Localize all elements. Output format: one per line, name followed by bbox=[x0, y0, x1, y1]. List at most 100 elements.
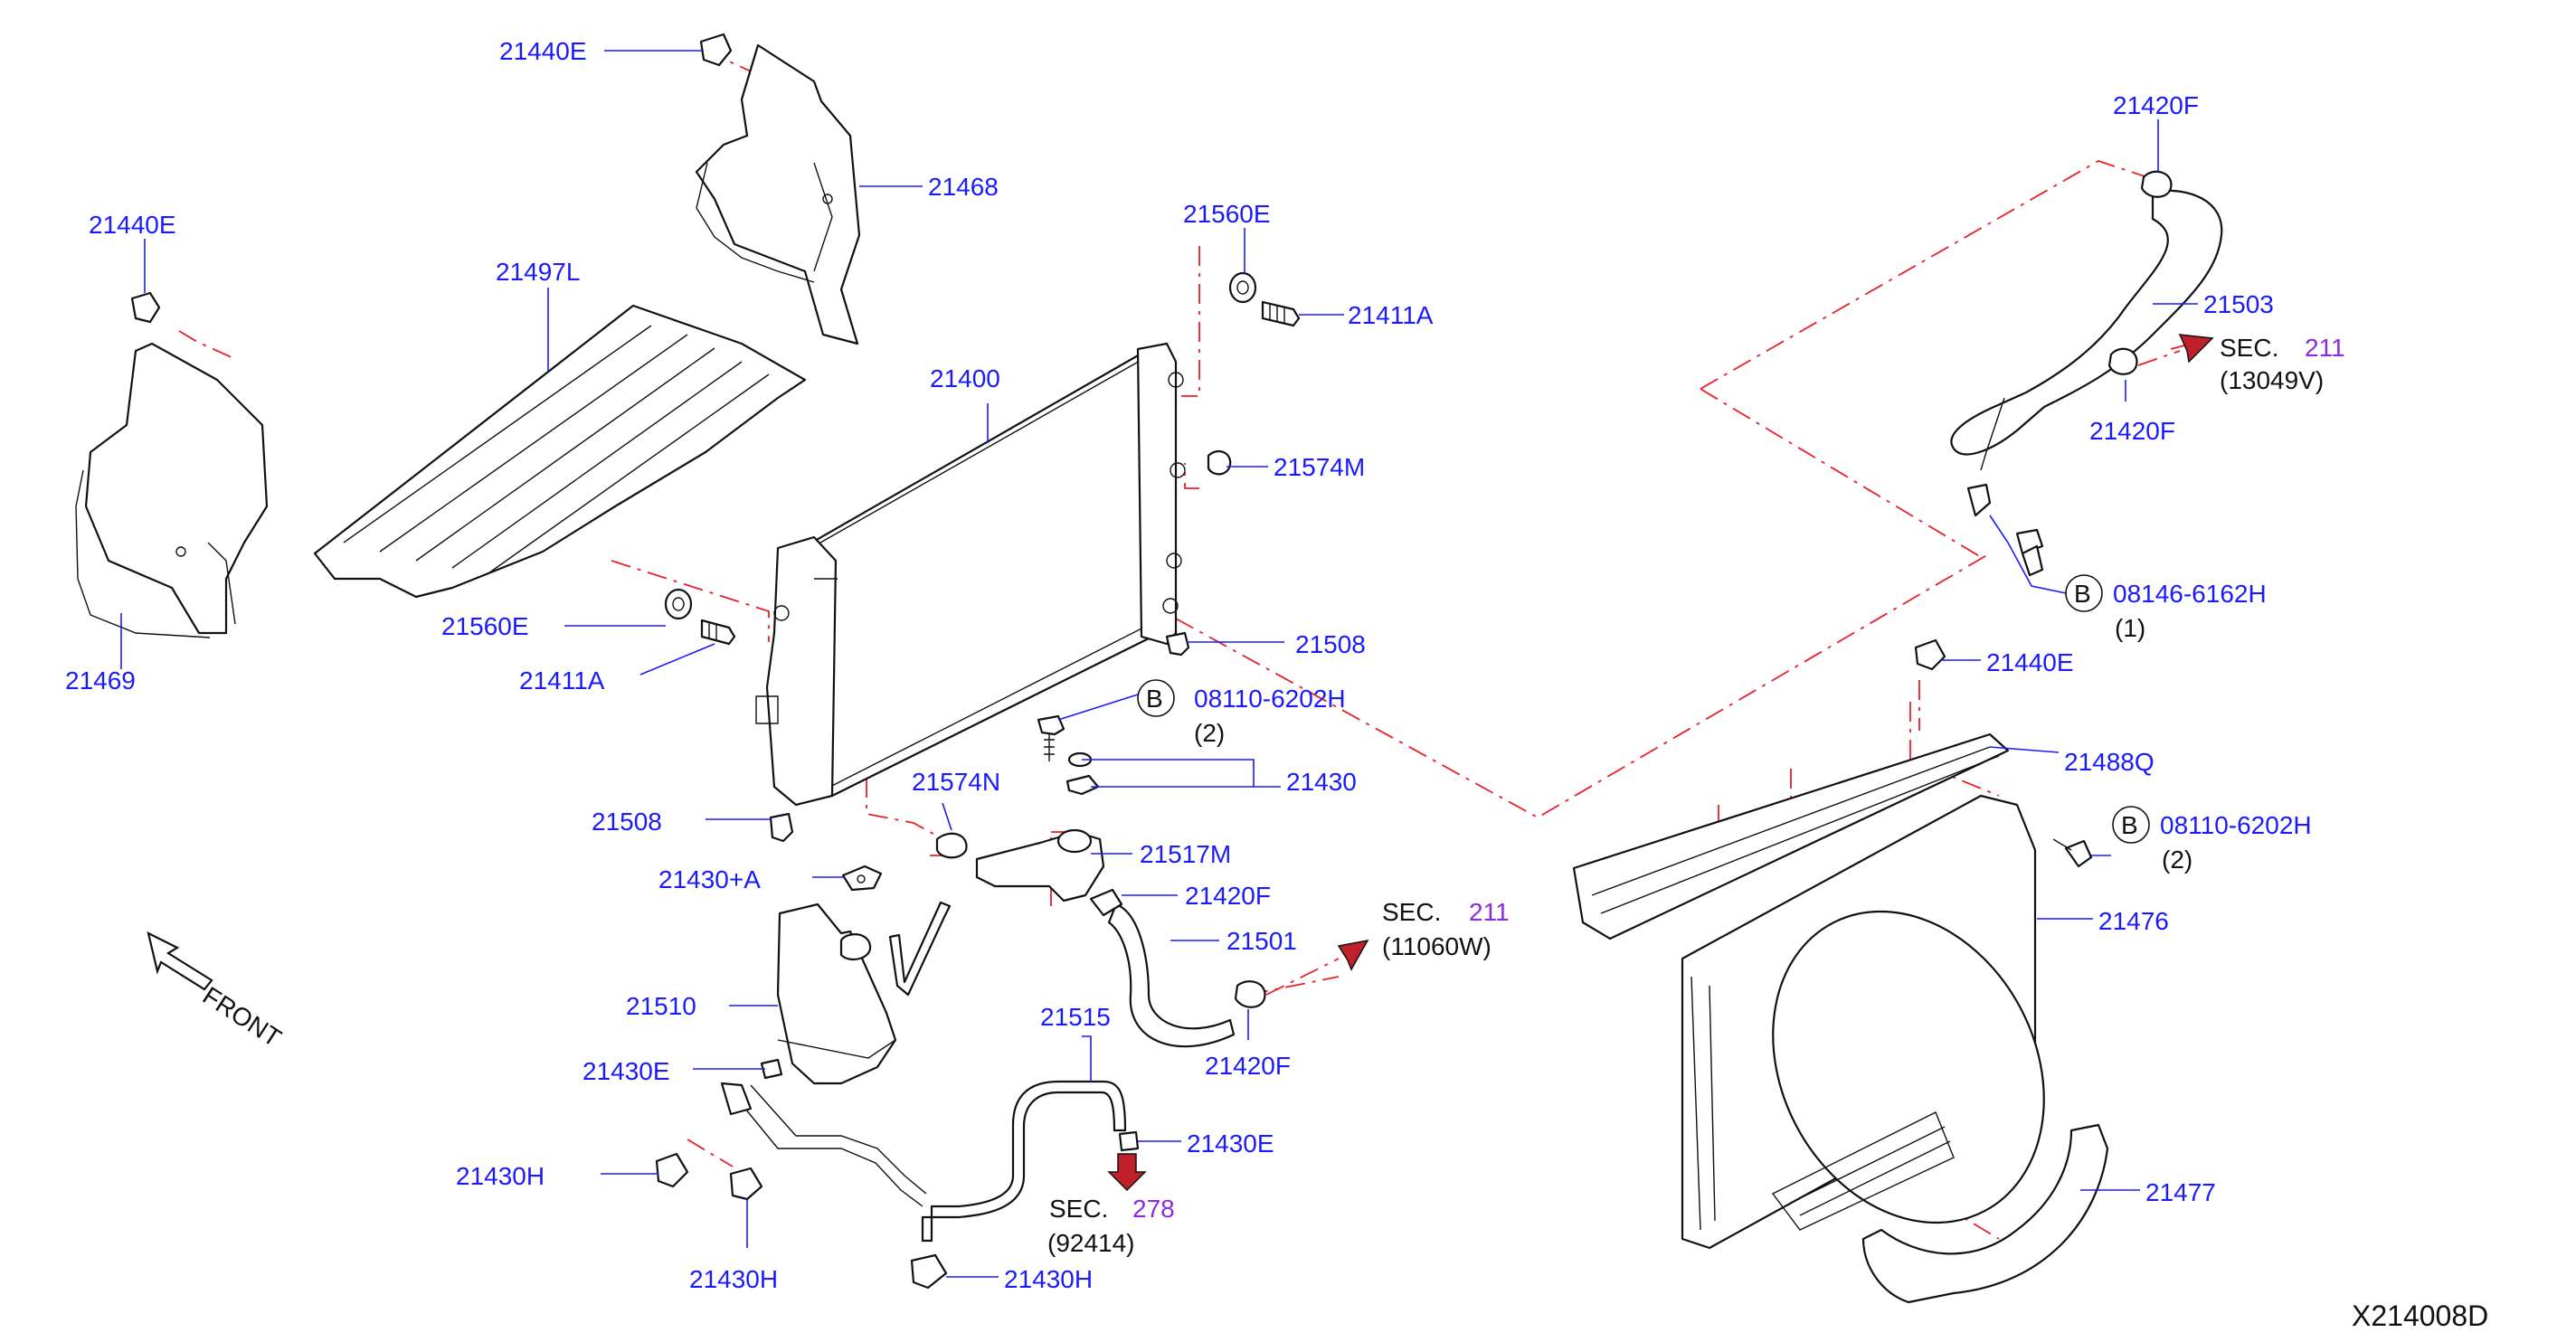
clamp-21574N bbox=[935, 832, 968, 859]
bushing-21560E-a bbox=[1228, 271, 1257, 304]
svg-text:(13049V): (13049V) bbox=[2220, 366, 2324, 394]
label-21430: 21430 bbox=[1286, 768, 1357, 796]
label-21440E-b: 21440E bbox=[89, 211, 176, 239]
label-21508-b: 21508 bbox=[592, 808, 662, 836]
label-21430H-c: 21430H bbox=[1004, 1265, 1093, 1293]
sec-arrow-92414 bbox=[1107, 1153, 1147, 1192]
part-labels: 21440E 21468 21440E 21497L 21469 21560E … bbox=[65, 37, 2312, 1293]
hose-21515 bbox=[720, 1080, 1127, 1243]
reservoir-21510 bbox=[776, 901, 952, 1085]
label-21430E-b: 21430E bbox=[1187, 1129, 1274, 1158]
mount-21508-a bbox=[1165, 631, 1190, 657]
label-21469: 21469 bbox=[65, 666, 136, 695]
clamp-21420F-b bbox=[1234, 980, 1266, 1008]
label-21430H-a: 21430H bbox=[456, 1162, 545, 1190]
clip-21440E-a bbox=[699, 33, 733, 67]
label-21501: 21501 bbox=[1226, 927, 1297, 955]
bolt-marker-b-3: B bbox=[2112, 806, 2150, 844]
label-21411A-a: 21411A bbox=[1348, 301, 1434, 329]
cap-21430E-a bbox=[1118, 1130, 1140, 1152]
section-ref-92414: SEC. 278 (92414) bbox=[1047, 1195, 1175, 1257]
svg-text:211: 211 bbox=[1469, 898, 1510, 926]
label-21503: 21503 bbox=[2203, 290, 2274, 318]
label-21488Q: 21488Q bbox=[2064, 748, 2155, 776]
stud-08146-6162H bbox=[2015, 528, 2044, 577]
svg-text:B: B bbox=[1146, 685, 1163, 713]
label-21440E-c: 21440E bbox=[1986, 648, 2074, 676]
air-guide-upper-part bbox=[695, 43, 861, 345]
qty-08110-6202H-a: (2) bbox=[1194, 719, 1225, 747]
cap-21430E-b bbox=[760, 1058, 783, 1080]
front-arrow-icon bbox=[147, 931, 213, 991]
bolt-08110-6202H-a bbox=[1037, 714, 1065, 761]
svg-text:B: B bbox=[2121, 811, 2138, 839]
radiator-core-part bbox=[755, 342, 1186, 807]
label-21517M: 21517M bbox=[1140, 840, 1231, 868]
svg-text:(92414): (92414) bbox=[1047, 1229, 1135, 1257]
label-21420F-a: 21420F bbox=[1185, 882, 1271, 910]
label-08110-6202H-b: 08110-6202H bbox=[2160, 811, 2312, 839]
clip-21430H-b bbox=[729, 1167, 763, 1201]
label-21420F-b: 21420F bbox=[1205, 1052, 1291, 1080]
bolt-08110-6202H-b bbox=[2052, 838, 2093, 868]
lower-shroud-21477 bbox=[1861, 1123, 2109, 1304]
clamp-21420F-a bbox=[1089, 888, 1123, 917]
clip-21430H-c bbox=[910, 1253, 948, 1290]
sec-arrow-13049V bbox=[2137, 334, 2214, 366]
leader-lines bbox=[120, 50, 2198, 1278]
fan-shroud-21476 bbox=[1681, 794, 2045, 1250]
clip-21440E-c bbox=[1914, 638, 1946, 671]
label-21515: 21515 bbox=[1040, 1003, 1111, 1031]
label-21420F-c: 21420F bbox=[2113, 91, 2199, 119]
label-21497L: 21497L bbox=[496, 258, 580, 286]
filler-neck-21517M bbox=[975, 828, 1105, 903]
mount-21508-b bbox=[769, 812, 794, 843]
upper-seal-part bbox=[313, 304, 807, 599]
svg-text:SEC.: SEC. bbox=[2220, 334, 2278, 362]
label-21430A: 21430+A bbox=[658, 865, 761, 893]
label-21560E-a: 21560E bbox=[1183, 200, 1271, 228]
svg-text:211: 211 bbox=[2305, 334, 2345, 362]
svg-text:B: B bbox=[2074, 580, 2091, 608]
label-21574M: 21574M bbox=[1274, 453, 1365, 481]
hose-21501 bbox=[1107, 903, 1236, 1048]
clip-21440E-b bbox=[130, 291, 161, 324]
svg-text:(11060W): (11060W) bbox=[1382, 932, 1492, 960]
clamp-21420F-c bbox=[2140, 170, 2173, 198]
label-21411A-b: 21411A bbox=[519, 666, 605, 695]
sec-arrow-11060W bbox=[1265, 939, 1369, 996]
section-ref-13049V: SEC. 211 (13049V) bbox=[2220, 334, 2345, 394]
bolt-21411A-a bbox=[1261, 300, 1301, 327]
bolt-marker-b-2: B bbox=[2065, 574, 2103, 612]
label-08110-6202H-a: 08110-6202H bbox=[1194, 685, 1346, 713]
qty-08110-6202H-b: (2) bbox=[2162, 846, 2192, 874]
label-21560E-b: 21560E bbox=[441, 612, 529, 640]
clip-21574M bbox=[1207, 449, 1232, 476]
label-21440E-a: 21440E bbox=[499, 37, 587, 65]
svg-text:278: 278 bbox=[1132, 1195, 1175, 1223]
section-ref-11060W: SEC. 211 (11060W) bbox=[1382, 898, 1510, 960]
label-08146-6162H: 08146-6162H bbox=[2113, 580, 2267, 608]
bolt-21411A-b bbox=[700, 619, 736, 646]
qty-08146-6162H: (1) bbox=[2115, 614, 2145, 642]
clamp-21420F-d bbox=[2107, 347, 2138, 375]
front-label: FRONT bbox=[198, 981, 287, 1053]
air-guide-left-part bbox=[75, 342, 269, 638]
seal-21488Q bbox=[1572, 732, 2010, 940]
label-21510: 21510 bbox=[626, 992, 696, 1020]
label-21430H-b: 21430H bbox=[689, 1265, 778, 1293]
label-21477: 21477 bbox=[2145, 1178, 2216, 1206]
svg-text:SEC.: SEC. bbox=[1382, 898, 1441, 926]
bushing-21560E-b bbox=[664, 588, 693, 620]
diagram-id: X214008D bbox=[2352, 1299, 2488, 1332]
label-21574N: 21574N bbox=[912, 768, 1000, 796]
label-21430E-a: 21430E bbox=[582, 1057, 670, 1085]
label-21468: 21468 bbox=[928, 173, 999, 201]
bolt-marker-b-1: B bbox=[1137, 679, 1175, 717]
svg-text:SEC.: SEC. bbox=[1049, 1195, 1108, 1223]
label-21420F-d: 21420F bbox=[2089, 417, 2175, 445]
cap-21430A bbox=[841, 865, 883, 892]
label-21476: 21476 bbox=[2098, 907, 2169, 935]
clip-21430H-a bbox=[655, 1152, 689, 1188]
